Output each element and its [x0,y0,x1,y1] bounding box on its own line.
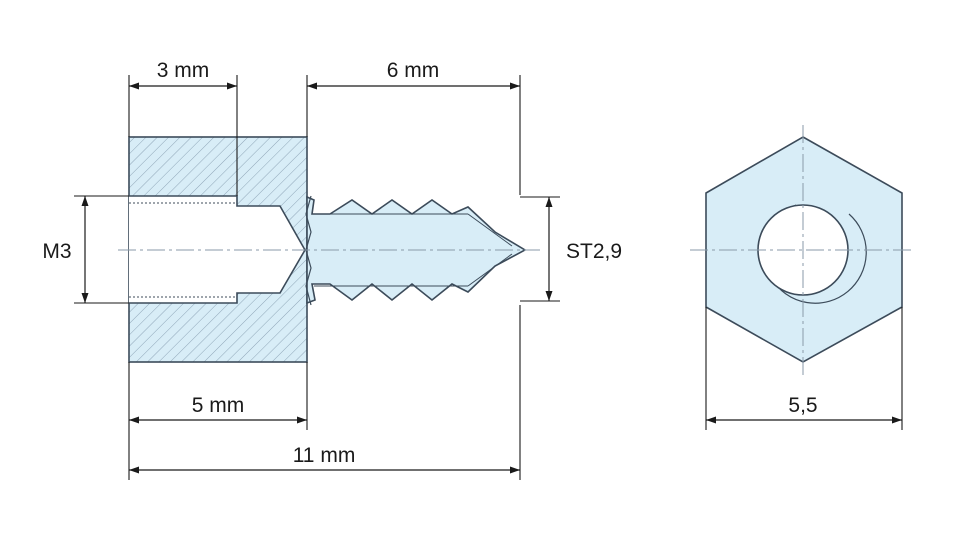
bore-depth-label: 3 mm [157,59,210,82]
dimension-hex-width: 5,5 [705,307,903,430]
dimension-5mm: 5 mm [129,394,307,424]
dimension-st29: ST2,9 [545,197,622,301]
spacer-body-section [128,136,308,363]
hex-end-view [690,125,912,375]
dimension-m3: M3 [42,196,89,303]
thread-st29-label: ST2,9 [566,240,622,263]
body-length-label: 5 mm [192,394,245,417]
dimension-6mm: 6 mm [307,59,520,90]
total-length-label: 11 mm [293,444,356,467]
body-hatch [129,137,307,362]
screw-tip-line [467,213,513,287]
hex-width-label: 5,5 [788,394,817,417]
dimension-11mm: 11 mm [129,444,520,474]
dimension-3mm: 3 mm [129,59,237,90]
screw-length-label: 6 mm [387,59,440,82]
thread-m3-label: M3 [42,240,71,263]
